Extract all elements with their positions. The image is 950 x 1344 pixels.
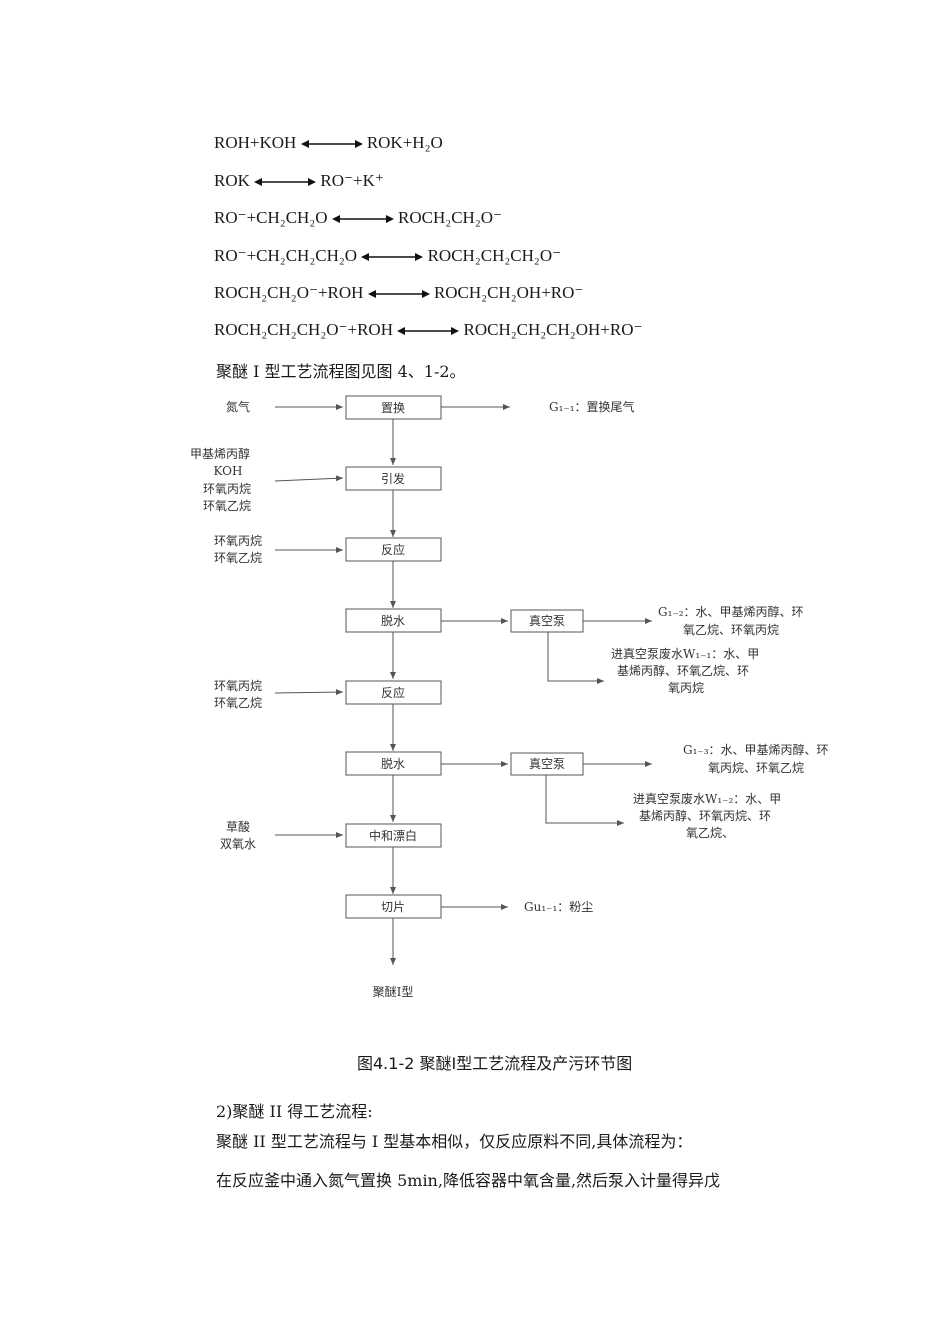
- step-label: 脱水: [381, 756, 405, 771]
- input-label: 环氧乙烷: [214, 551, 262, 565]
- eq3-left: RO⁻+CH₂CH₂O: [214, 208, 328, 227]
- paragraph-2: 在反应釜中通入氮气置换 5min,降低容器中氧含量,然后泵入计量得异戊: [216, 1171, 721, 1190]
- vacuum-pump-box-1: 真空泵: [510, 609, 584, 633]
- output-w11-line1: 进真空泵废水W₁₋₁：水、甲: [611, 646, 759, 661]
- step-label: 脱水: [381, 613, 405, 628]
- step-label: 反应: [381, 542, 405, 557]
- eq1-right: ROK+H₂O: [366, 133, 443, 152]
- step-box-5: 反应: [345, 680, 442, 705]
- double-arrow-icon: [331, 215, 394, 224]
- output-gu11: Gu₁₋₁：粉尘: [524, 900, 593, 914]
- step-box-4: 脱水: [345, 608, 442, 633]
- eq6-right: ROCH₂CH₂CH₂OH+RO⁻: [463, 320, 643, 339]
- eq3-right: ROCH₂CH₂O⁻: [398, 208, 502, 227]
- output-w12-line3: 氧乙烷、: [686, 826, 734, 840]
- output-g11: G₁₋₁：置换尾气: [549, 399, 635, 414]
- output-w11-line2: 基烯丙醇、环氧乙烷、环: [617, 663, 749, 678]
- paragraph-1: 聚醚 II 型工艺流程与 I 型基本相似，仅反应原料不同,具体流程为：: [216, 1132, 693, 1151]
- eq5-right: ROCH₂CH₂OH+RO⁻: [433, 283, 584, 302]
- step-box-1: 置换: [345, 395, 442, 420]
- input-label: 草酸: [226, 819, 250, 834]
- step-label: 置换: [381, 401, 405, 415]
- output-w12-line2: 基烯丙醇、环氧丙烷、环: [639, 808, 771, 823]
- eq6-left: ROCH₂CH₂CH₂O⁻+ROH: [214, 320, 393, 339]
- input-label: 环氧乙烷: [203, 499, 251, 513]
- eq4-right: ROCH₂CH₂CH₂O⁻: [427, 246, 562, 265]
- eq1-left: ROH+KOH: [214, 133, 297, 152]
- equation-2: ROK RO⁻+K⁺: [214, 171, 384, 191]
- output-g13-line2: 氧丙烷、环氧乙烷: [708, 761, 804, 775]
- double-arrow-icon: [361, 253, 424, 262]
- input-label: 双氧水: [220, 837, 256, 851]
- equation-1: ROH+KOH ROK+H₂O: [214, 133, 443, 153]
- step-box-6: 脱水: [345, 751, 442, 776]
- input-label: 环氧丙烷: [203, 482, 251, 496]
- step-label: 切片: [381, 900, 405, 914]
- equation-4: RO⁻+CH₂CH₂CH₂O ROCH₂CH₂CH₂O⁻: [214, 246, 561, 266]
- eq2-left: ROK: [214, 171, 250, 190]
- step-box-3: 反应: [345, 537, 442, 562]
- output-g12-line1: G₁₋₂：水、甲基烯丙醇、环: [658, 604, 804, 619]
- output-g12-line2: 氧乙烷、环氧丙烷: [683, 623, 779, 637]
- output-w11-line3: 氧丙烷: [668, 681, 704, 695]
- step-box-2: 引发: [345, 466, 442, 491]
- eq4-left: RO⁻+CH₂CH₂CH₂O: [214, 246, 358, 265]
- output-g13-line1: G₁₋₃：水、甲基烯丙醇、环: [683, 742, 829, 757]
- figure-caption: 图4.1-2 聚醚I型工艺流程及产污环节图: [357, 1054, 633, 1073]
- pump-label: 真空泵: [529, 614, 565, 628]
- double-arrow-icon: [397, 327, 460, 336]
- step-label: 中和漂白: [369, 828, 417, 843]
- double-arrow-icon: [300, 140, 363, 149]
- input-label: KOH: [214, 464, 243, 478]
- step-label: 反应: [381, 685, 405, 700]
- equation-5: ROCH₂CH₂O⁻+ROH ROCH₂CH₂OH+RO⁻: [214, 283, 583, 303]
- output-w12-line1: 进真空泵废水W₁₋₂：水、甲: [633, 791, 781, 806]
- pump-label: 真空泵: [529, 757, 565, 771]
- step-box-7: 中和漂白: [345, 823, 442, 848]
- product-label: 聚醚I型: [373, 985, 414, 999]
- input-label: 环氧丙烷: [214, 679, 262, 693]
- input-label: 环氧丙烷: [214, 534, 262, 548]
- eq5-left: ROCH₂CH₂O⁻+ROH: [214, 283, 364, 302]
- input-label: 环氧乙烷: [214, 696, 262, 710]
- double-arrow-icon: [254, 178, 317, 187]
- equation-6: ROCH₂CH₂CH₂O⁻+ROH ROCH₂CH₂CH₂OH+RO⁻: [214, 320, 642, 340]
- equation-3: RO⁻+CH₂CH₂O ROCH₂CH₂O⁻: [214, 208, 502, 228]
- section-heading: 2)聚醚 II 得工艺流程:: [216, 1102, 373, 1121]
- step-label: 引发: [381, 471, 405, 486]
- intro-line: 聚醚 I 型工艺流程图见图 4、1-2。: [216, 362, 466, 381]
- input-label: 甲基烯丙醇: [190, 446, 250, 461]
- eq2-right: RO⁻+K⁺: [320, 171, 384, 190]
- vacuum-pump-box-2: 真空泵: [510, 752, 584, 776]
- input-label: 氮气: [226, 399, 250, 414]
- step-box-8: 切片: [345, 894, 442, 919]
- double-arrow-icon: [367, 290, 430, 299]
